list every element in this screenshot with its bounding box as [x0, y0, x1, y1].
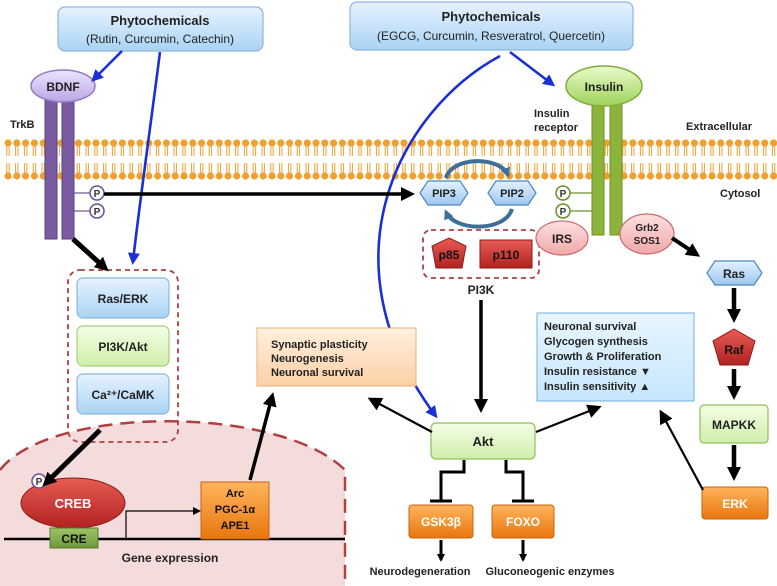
irs-node: IRS: [535, 220, 589, 256]
erk-node: ERK: [701, 486, 769, 520]
svg-text:P: P: [94, 189, 101, 200]
inhibition-bars: [430, 460, 534, 503]
gsk3b-node: GSK3β: [408, 504, 474, 539]
neurodegeneration-label: Neurodegeneration: [370, 566, 471, 578]
svg-text:Grb2: Grb2: [635, 223, 659, 234]
cell-membrane: [4, 139, 777, 180]
bdnf-pathways-group: Ras/ERK PI3K/Akt Ca²⁺/CaMK: [67, 269, 179, 443]
svg-text:MAPKK: MAPKK: [712, 418, 756, 432]
insulin-label: Insulin: [585, 80, 624, 94]
akt-node: Akt: [430, 422, 536, 460]
effect-left-1: Synaptic plasticity: [271, 339, 368, 351]
svg-text:P: P: [94, 207, 101, 218]
effect-left-2: Neurogenesis: [271, 353, 344, 365]
signaling-arrows: [42, 187, 741, 562]
gene-expression-label: Gene expression: [122, 551, 219, 565]
phyto-left-title: Phytochemicals: [111, 13, 210, 28]
ca-camk-label: Ca²⁺/CaMK: [91, 388, 154, 402]
trkb-phospho-1: P: [74, 185, 105, 201]
bdnf-label: BDNF: [46, 80, 79, 94]
svg-text:P: P: [560, 207, 567, 218]
svg-text:Ras: Ras: [723, 267, 745, 281]
pi3k-complex: p85 p110: [422, 229, 540, 279]
ir-phospho-1: P: [555, 185, 592, 201]
effect-right-2: Glycogen synthesis: [544, 336, 648, 348]
svg-text:P: P: [560, 189, 567, 200]
pip3-node: PIP3: [419, 180, 469, 206]
bdnf-ligand: BDNF: [30, 69, 96, 103]
insulin-ligand: Insulin: [565, 65, 643, 107]
effect-right-5: Insulin sensitivity ▲: [544, 381, 650, 393]
insulin-receptor-label-1: Insulin: [534, 108, 570, 120]
pip-cycle-arrows: [444, 159, 514, 229]
svg-text:CREB: CREB: [55, 496, 92, 511]
svg-text:CRE: CRE: [61, 532, 86, 546]
cre-element: CRE: [49, 527, 99, 549]
gluconeogenic-label: Gluconeogenic enzymes: [486, 566, 615, 578]
raf-node: Raf: [712, 328, 756, 366]
extracellular-label: Extracellular: [686, 121, 753, 133]
gene-targets-box: Arc PGC-1α APE1: [200, 481, 270, 540]
target-arc: Arc: [226, 488, 244, 500]
trkb-phospho-2: P: [74, 203, 105, 219]
effect-right-3: Growth & Proliferation: [544, 351, 662, 363]
cytosol-label: Cytosol: [720, 188, 760, 200]
svg-text:P: P: [36, 477, 43, 488]
svg-text:Raf: Raf: [724, 343, 744, 357]
effects-right-box: Neuronal survival Glycogen synthesis Gro…: [536, 312, 695, 402]
insulin-receptor-label-2: receptor: [534, 122, 579, 134]
svg-text:ERK: ERK: [722, 497, 748, 511]
svg-text:PIP2: PIP2: [500, 188, 524, 200]
effect-right-1: Neuronal survival: [544, 321, 636, 333]
svg-text:PIP3: PIP3: [432, 188, 456, 200]
mapkk-node: MAPKK: [699, 404, 769, 444]
phyto-right-list: (EGCG, Curcumin, Resveratrol, Quercetin): [377, 29, 605, 43]
target-ape1: APE1: [221, 520, 250, 532]
ras-erk-label: Ras/ERK: [98, 292, 149, 306]
svg-text:GSK3β: GSK3β: [421, 515, 461, 529]
pi3k-label: PI3K: [468, 283, 495, 297]
ras-node: Ras: [706, 260, 763, 286]
target-pgc1a: PGC-1α: [215, 504, 256, 516]
trkb-label: TrkB: [10, 119, 35, 131]
phytochemicals-left-box: Phytochemicals (Rutin, Curcumin, Catechi…: [57, 6, 264, 52]
transcription-arrow: [125, 507, 201, 539]
creb-phospho: P: [31, 473, 47, 489]
effect-left-3: Neuronal survival: [271, 367, 363, 379]
p85-label: p85: [439, 248, 460, 262]
svg-text:IRS: IRS: [552, 232, 572, 246]
svg-text:SOS1: SOS1: [634, 236, 661, 247]
svg-text:FOXO: FOXO: [506, 515, 540, 529]
ir-phospho-2: P: [555, 203, 592, 219]
trkb-receptor: [44, 96, 75, 240]
pi3k-akt-label: PI3K/Akt: [98, 340, 147, 354]
p110-label: p110: [493, 248, 520, 262]
akt-label: Akt: [473, 434, 495, 449]
foxo-node: FOXO: [491, 504, 555, 539]
effects-left-box: Synaptic plasticity Neurogenesis Neurona…: [256, 327, 417, 387]
pip2-node: PIP2: [487, 180, 537, 206]
grb2-sos1-node: Grb2 SOS1: [619, 213, 675, 255]
insulin-receptor: [591, 99, 623, 236]
phyto-left-list: (Rutin, Curcumin, Catechin): [86, 32, 234, 46]
effect-right-4: Insulin resistance ▼: [544, 366, 651, 378]
phyto-right-title: Phytochemicals: [442, 9, 541, 24]
phytochemicals-right-box: Phytochemicals (EGCG, Curcumin, Resverat…: [349, 1, 634, 51]
